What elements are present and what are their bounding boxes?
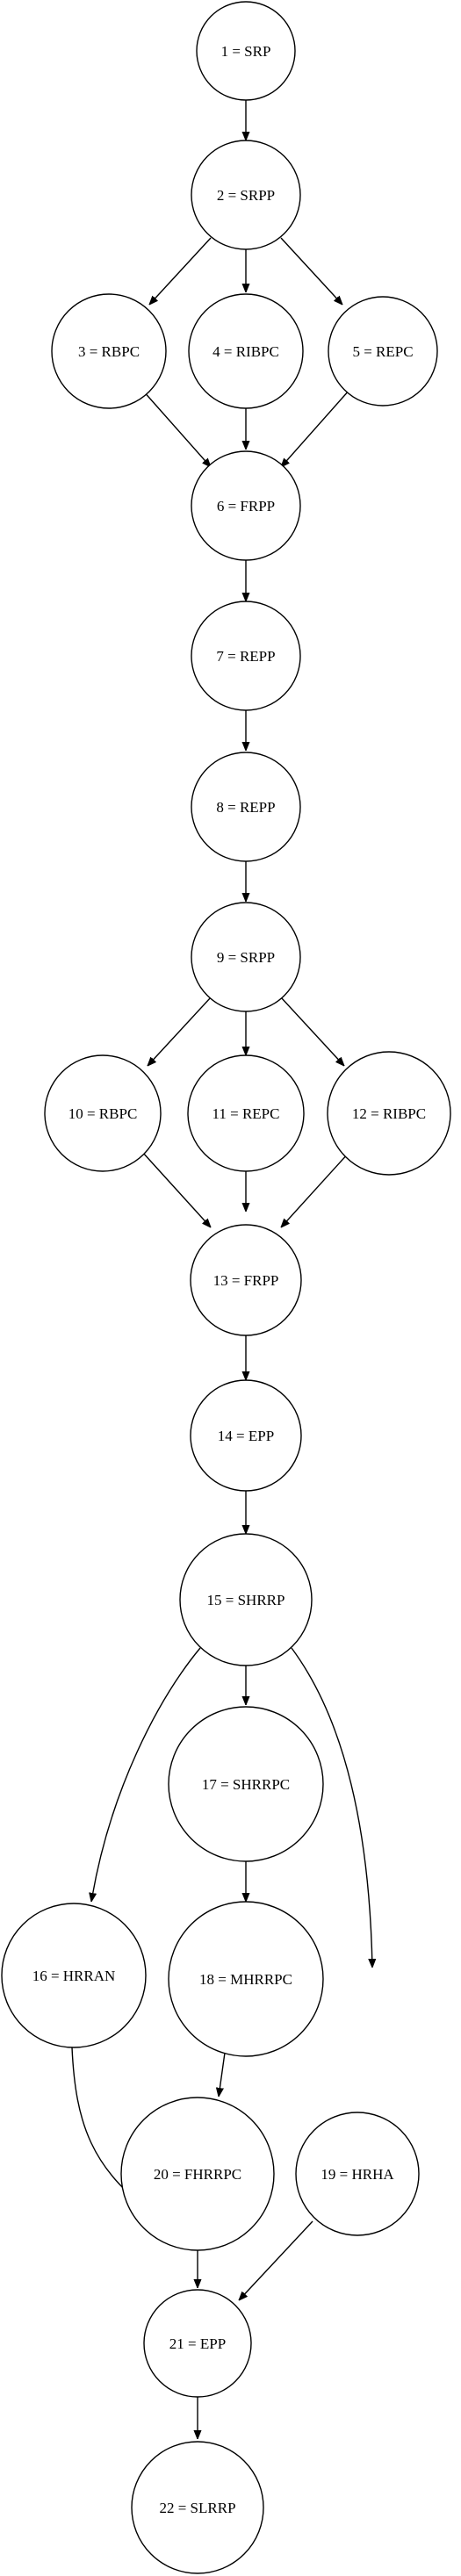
node-9: 9 = SRPP xyxy=(191,902,301,1012)
edge-2-5 xyxy=(280,237,342,305)
node-18-label: 18 = MHRRPC xyxy=(199,1971,292,1988)
node-4-label: 4 = RIBPC xyxy=(212,343,279,360)
node-7-label: 7 = REPP xyxy=(216,648,275,665)
node-15-label: 15 = SHRRP xyxy=(207,1592,285,1608)
node-11: 11 = REPC xyxy=(187,1054,305,1172)
node-7: 7 = REPP xyxy=(191,601,301,711)
node-8: 8 = REPP xyxy=(191,752,301,862)
node-1: 1 = SRP xyxy=(196,1,296,101)
node-10-label: 10 = RBPC xyxy=(68,1105,138,1122)
node-14-label: 14 = EPP xyxy=(218,1428,274,1444)
node-13-label: 13 = FRPP xyxy=(213,1272,279,1289)
node-20-label: 20 = FHRRPC xyxy=(154,2166,241,2183)
node-16: 16 = HRRAN xyxy=(1,1903,147,2048)
node-2-label: 2 = SRPP xyxy=(217,187,275,204)
node-6-label: 6 = FRPP xyxy=(217,498,275,514)
edge-19-21 xyxy=(239,2220,313,2300)
edges-layer xyxy=(71,100,372,2439)
edge-18-20 xyxy=(219,2052,226,2097)
node-12-label: 12 = RIBPC xyxy=(352,1105,426,1122)
node-17: 17 = SHRRPC xyxy=(168,1706,324,1862)
node-12: 12 = RIBPC xyxy=(327,1051,451,1176)
nodes-layer: 1 = SRP 2 = SRPP 3 = RBPC 4 = RIBPC 5 = … xyxy=(1,1,451,2574)
edge-5-6 xyxy=(281,389,350,467)
node-3: 3 = RBPC xyxy=(51,293,167,409)
edge-12-13 xyxy=(281,1151,350,1227)
node-21-label: 21 = EPP xyxy=(169,2335,226,2352)
node-6: 6 = FRPP xyxy=(191,450,301,561)
node-9-label: 9 = SRPP xyxy=(217,949,275,966)
node-11-label: 11 = REPC xyxy=(212,1105,280,1122)
node-19-label: 19 = HRHA xyxy=(321,2166,394,2183)
edge-2-3 xyxy=(149,237,212,305)
node-4: 4 = RIBPC xyxy=(188,293,304,409)
edge-10-13 xyxy=(141,1151,211,1227)
node-18: 18 = MHRRPC xyxy=(168,1901,324,2057)
node-14: 14 = EPP xyxy=(190,1379,302,1492)
node-17-label: 17 = SHRRPC xyxy=(202,1776,290,1793)
node-22: 22 = SLRRP xyxy=(131,2441,264,2574)
node-5-label: 5 = REPC xyxy=(352,343,413,360)
node-1-label: 1 = SRP xyxy=(221,43,271,60)
edge-15-16 xyxy=(91,1647,201,1902)
node-22-label: 22 = SLRRP xyxy=(159,2500,235,2516)
edge-15-19 xyxy=(291,1647,372,1968)
node-16-label: 16 = HRRAN xyxy=(32,1968,116,1984)
node-20: 20 = FHRRPC xyxy=(120,2097,275,2251)
node-13: 13 = FRPP xyxy=(190,1224,302,1336)
edge-9-12 xyxy=(280,997,344,1066)
node-10: 10 = RBPC xyxy=(44,1054,162,1172)
node-5: 5 = REPC xyxy=(328,296,438,407)
node-19: 19 = HRHA xyxy=(295,2112,420,2236)
node-21: 21 = EPP xyxy=(143,2289,252,2398)
edge-9-10 xyxy=(148,997,212,1066)
node-8-label: 8 = REPP xyxy=(216,799,275,816)
edge-3-6 xyxy=(141,389,211,467)
node-3-label: 3 = RBPC xyxy=(78,343,140,360)
node-15: 15 = SHRRP xyxy=(179,1533,313,1666)
node-2: 2 = SRPP xyxy=(191,140,301,250)
